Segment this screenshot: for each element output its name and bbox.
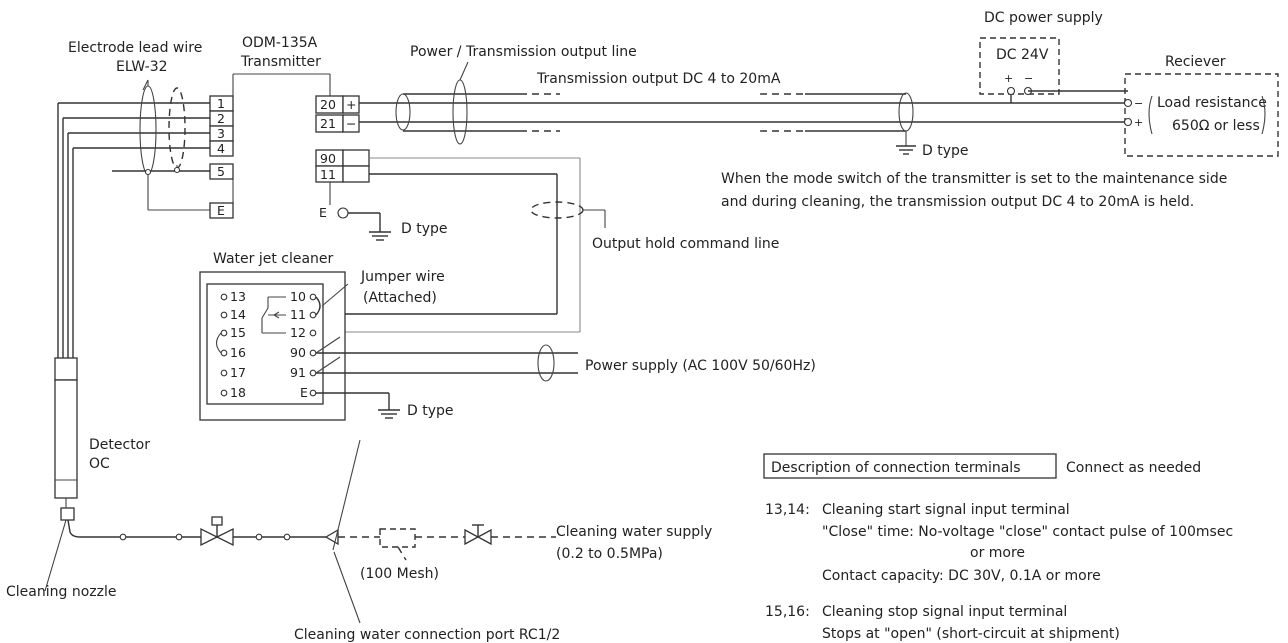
cleaner-terminal-17: 17 <box>230 365 246 380</box>
mesh-label: (100 Mesh) <box>360 566 439 582</box>
transmitter-terminal-20: 20 <box>320 97 336 112</box>
output-hold-command-line: Output hold command line <box>318 157 779 333</box>
cleaner-terminal-13: 13 <box>230 289 246 304</box>
transmitter-model-label: ODM-135A <box>242 35 318 51</box>
cleaner-terminal-14: 14 <box>230 307 246 322</box>
transmitter-terminal-90: 90 <box>320 151 336 166</box>
cleaner-terminal-90: 90 <box>290 345 306 360</box>
cleaner-terminal-e: E <box>300 385 308 400</box>
hold-note-line-2: and during cleaning, the transmission ou… <box>721 194 1194 210</box>
dc-minus-label: − <box>1024 72 1033 85</box>
receiver-label: Reciever <box>1165 54 1226 70</box>
transmitter-terminal-e: E <box>217 203 225 218</box>
nozzle-arrow <box>44 519 67 592</box>
terminal-plus-sign: + <box>346 97 356 112</box>
jumper-attached-label: (Attached) <box>363 290 437 306</box>
dc-plus-label: + <box>1004 72 1013 85</box>
ground-icon <box>378 409 400 419</box>
cleaner-terminal-10: 10 <box>290 289 306 304</box>
transmitter-terminal-5: 5 <box>217 164 225 179</box>
terminal-code-15-16: 15,16: <box>765 604 810 620</box>
strainer-icon <box>379 528 416 561</box>
cleaning-nozzle-label: Cleaning nozzle <box>6 584 116 600</box>
transmitter-terminal-block-left: 1 2 3 4 5 E <box>209 95 234 219</box>
power-transmission-line: D type <box>359 61 1128 159</box>
transmitter-terminal-2: 2 <box>217 111 225 126</box>
electrode-lead-wire-label: Electrode lead wire <box>68 40 202 56</box>
transmitter-terminal-11: 11 <box>320 167 336 182</box>
terminal-13-14-line-3: or more <box>970 545 1025 561</box>
d-type-label-output: D type <box>922 143 969 159</box>
cleaning-water-pipe: (100 Mesh) Cleaning water supply (0.2 to… <box>67 439 712 582</box>
cleaner-terminal-16: 16 <box>230 345 246 360</box>
relay-contact <box>261 296 286 334</box>
pressure-label: (0.2 to 0.5MPa) <box>556 546 663 562</box>
terminal-description-note: Connect as needed <box>1066 460 1201 476</box>
cleaner-terminal-11: 11 <box>290 307 306 322</box>
detector-label: Detector <box>89 437 150 453</box>
water-jet-cleaner-label: Water jet cleaner <box>213 251 334 267</box>
short-circuit-wire <box>215 332 222 354</box>
cleaner-terminal-18: 18 <box>230 385 246 400</box>
load-value-label: 650Ω or less <box>1172 118 1260 134</box>
valve-icon <box>464 524 492 546</box>
transmitter-terminal-4: 4 <box>217 141 225 156</box>
terminal-13-14-line-1: Cleaning start signal input terminal <box>822 502 1070 518</box>
terminal-description: Description of connection terminals Conn… <box>763 453 1233 642</box>
output-hold-line-label: Output hold command line <box>592 236 779 252</box>
receiver-plus-label: + <box>1134 116 1143 129</box>
transmitter-terminal-1: 1 <box>217 96 225 111</box>
terminal-minus-sign: − <box>346 116 356 131</box>
dc-power-supply: DC 24V + − <box>979 37 1128 103</box>
transmitter-terminal-21: 21 <box>320 116 336 131</box>
cleaner-terminal-91: 91 <box>290 365 306 380</box>
terminal-13-14-line-2: "Close" time: No-voltage "close" contact… <box>822 524 1233 540</box>
ground-icon <box>896 145 916 155</box>
load-resistance-label: Load resistance <box>1157 95 1267 111</box>
power-supply-ac-label: Power supply (AC 100V 50/60Hz) <box>585 358 816 374</box>
elw-model-label: ELW-32 <box>116 59 168 75</box>
detector: Detector OC <box>54 357 150 521</box>
cleaner-terminal-12: 12 <box>290 325 306 340</box>
electrode-lead-wire <box>57 79 210 358</box>
terminal-13-14-line-4: Contact capacity: DC 30V, 0.1A or more <box>822 568 1101 584</box>
transmitter: 1 2 3 4 5 E 20 21 90 11 + − E <box>209 73 448 241</box>
cleaning-water-supply-label: Cleaning water supply <box>556 524 712 540</box>
receiver-minus-label: − <box>1134 97 1143 110</box>
jumper-wire <box>315 296 321 316</box>
cleaner-terminal-15: 15 <box>230 325 246 340</box>
d-type-label-cleaner: D type <box>407 403 454 419</box>
ground-icon <box>369 231 391 241</box>
port-arrow <box>333 551 361 624</box>
transmitter-e-label: E <box>319 205 327 220</box>
terminal-15-16-line-2: Stops at "open" (short-circuit at shipme… <box>822 626 1120 642</box>
transmitter-label: Transmitter <box>240 54 321 70</box>
jumper-wire-label: Jumper wire <box>360 269 445 285</box>
transmitter-terminal-block-right: 20 21 90 11 + − <box>315 95 370 183</box>
connection-port-label: Cleaning water connection port RC1/2 <box>294 627 560 643</box>
detector-model-label: OC <box>89 456 110 472</box>
hold-note-line-1: When the mode switch of the transmitter … <box>721 171 1227 187</box>
transmitter-terminal-3: 3 <box>217 126 225 141</box>
terminal-code-13-14: 13,14: <box>765 502 810 518</box>
d-type-label-transmitter: D type <box>401 221 448 237</box>
valve-icon <box>200 516 234 547</box>
water-jet-cleaner: Water jet cleaner 13 14 15 16 17 18 10 1… <box>199 251 816 421</box>
terminal-15-16-line-1: Cleaning stop signal input terminal <box>822 604 1067 620</box>
terminal-description-header: Description of connection terminals <box>771 460 1021 476</box>
receiver: − + Load resistance 650Ω or less <box>1123 73 1279 157</box>
dc-power-supply-label: DC power supply <box>984 10 1103 26</box>
dc-24v-label: DC 24V <box>996 47 1049 63</box>
transmission-output-label: Transmission output DC 4 to 20mA <box>536 71 781 87</box>
power-line-label: Power / Transmission output line <box>410 44 637 60</box>
